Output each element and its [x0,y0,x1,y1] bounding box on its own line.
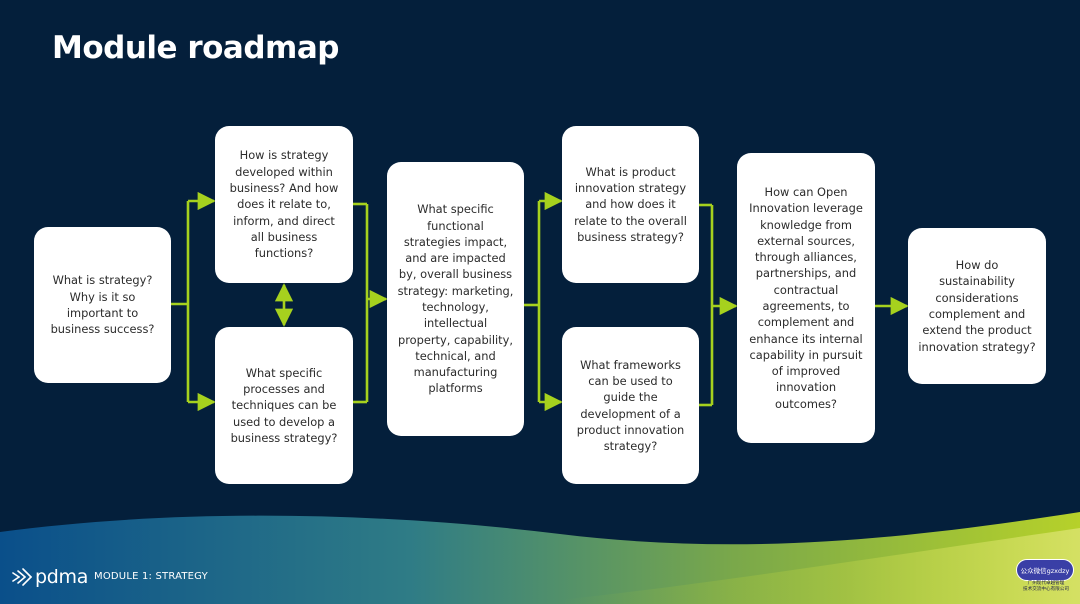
node-text: How can Open Innovation leverage knowled… [749,184,863,411]
node-open-innovation: How can Open Innovation leverage knowled… [737,153,875,443]
node-what-is-strategy: What is strategy? Why is it so important… [34,227,171,383]
node-strategy-development: How is strategy developed within busines… [215,126,353,283]
node-processes-techniques: What specific processes and techniques c… [215,327,353,484]
page-title: Module roadmap [52,30,339,66]
node-text: What frameworks can be used to guide the… [576,357,685,454]
pdma-logo-icon [12,568,32,586]
node-text: How is strategy developed within busines… [229,148,339,261]
watermark-badge: 公众微信gzxdzy [1016,559,1074,581]
node-text: What is product innovation strategy and … [574,164,687,244]
node-product-innovation-strategy: What is product innovation strategy and … [562,126,699,283]
node-text: How do sustainability considerations com… [918,258,1036,354]
watermark-line-1: 广州现代卓越管理 [1027,581,1065,586]
logo-text: pdma [35,566,89,588]
node-functional-strategies: What specific functional strategies impa… [387,162,524,436]
node-text: What is strategy? Why is it so important… [50,273,155,337]
watermark: 公众微信gzxdzy 广州现代卓越管理 技术交流中心有限公司 [1016,559,1076,603]
node-text: What specific processes and techniques c… [230,365,338,445]
module-label: MODULE 1: STRATEGY [94,571,208,582]
node-text: What specific functional strategies impa… [397,202,514,396]
pdma-logo: pdma [12,566,88,588]
watermark-line-2: 技术交流中心有限公司 [1023,587,1069,592]
node-frameworks: What frameworks can be used to guide the… [562,327,699,484]
node-sustainability: How do sustainability considerations com… [908,228,1046,384]
